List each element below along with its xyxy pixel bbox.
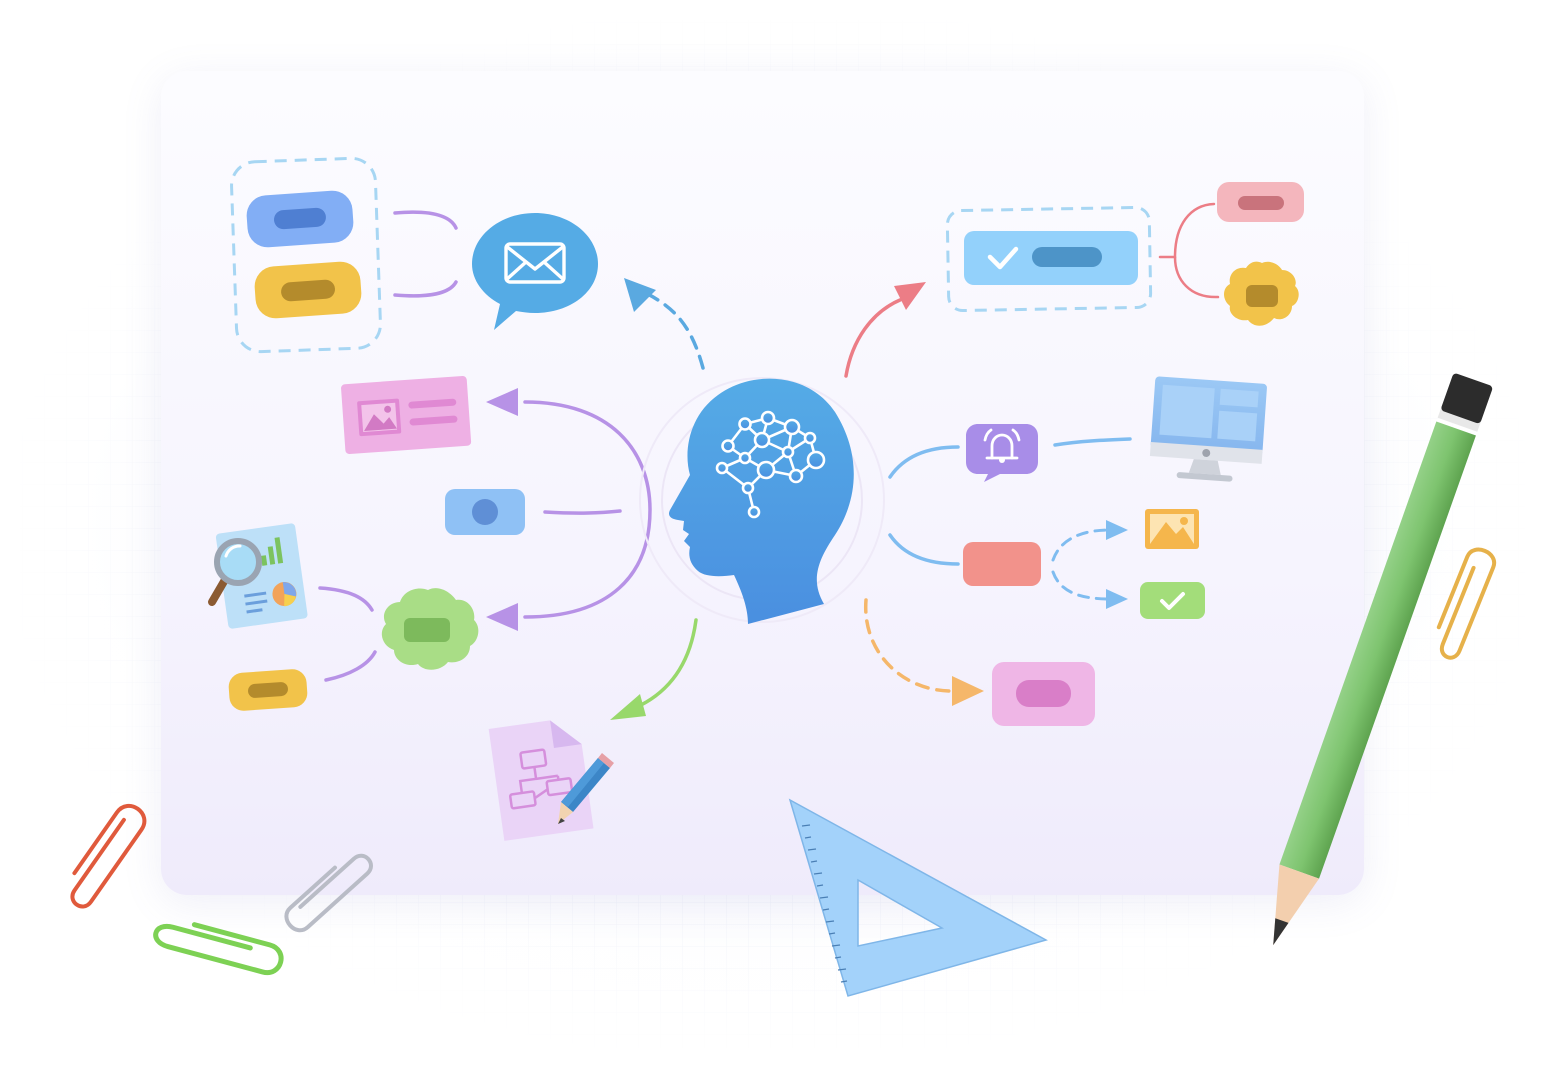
connectors — [318, 202, 1220, 720]
side-node-flower[interactable] — [1224, 261, 1299, 326]
photo-icon — [1150, 522, 1194, 544]
paper-clip-gold — [1436, 547, 1497, 660]
connector-pink-pill — [864, 598, 952, 693]
photo-node[interactable] — [1145, 509, 1199, 549]
flower-node[interactable] — [381, 588, 479, 670]
flowchart-document-pencil-icon — [488, 720, 594, 841]
pill-node-icon — [472, 499, 498, 525]
email-speech-bubble-icon — [472, 213, 598, 330]
image-card-icon — [357, 398, 458, 437]
desktop-monitor-icon — [1149, 376, 1267, 482]
connector-image-card — [523, 400, 652, 619]
connector-monitor — [1053, 437, 1132, 447]
pencil — [1273, 373, 1493, 946]
brain-nodes — [715, 410, 826, 519]
report-magnifier-icon — [208, 538, 262, 606]
connector-side-top — [1158, 202, 1216, 259]
connector-blue-pill — [543, 509, 622, 515]
connector-bell — [888, 445, 960, 479]
check-badge-node[interactable] — [1140, 582, 1205, 619]
check-badge-icon — [1160, 592, 1185, 610]
connector-group-top — [393, 210, 458, 230]
pink-pill-node[interactable] — [992, 662, 1095, 726]
paper-clip-green — [153, 922, 284, 976]
connector-small-pill — [324, 650, 377, 682]
paper-clip-red — [70, 804, 147, 909]
bell-node[interactable] — [966, 424, 1038, 482]
paper-clip-silver — [284, 853, 373, 933]
arrow-head-photo — [1106, 520, 1128, 540]
connector-email — [638, 288, 705, 370]
task-group[interactable] — [945, 205, 1153, 313]
left-group-box[interactable] — [230, 156, 382, 354]
connector-photo — [1051, 528, 1112, 562]
central-node[interactable] — [639, 377, 885, 624]
monitor-node[interactable] — [1149, 376, 1268, 484]
connector-task — [844, 298, 902, 378]
flowchart-document-node[interactable] — [488, 716, 614, 841]
group-pill-blue[interactable] — [245, 189, 354, 248]
checked-task-card[interactable] — [964, 231, 1138, 285]
image-card-node[interactable] — [341, 375, 472, 455]
envelope-icon — [504, 242, 566, 284]
check-icon — [987, 246, 1019, 270]
arrow-head-email — [624, 278, 656, 312]
email-node[interactable] — [472, 213, 598, 330]
connector-coral — [888, 533, 960, 566]
connector-check — [1051, 570, 1112, 601]
pencil-small-icon — [558, 753, 614, 824]
side-node-pink[interactable] — [1217, 182, 1304, 222]
connector-report — [318, 586, 374, 612]
connector-side-bottom — [1173, 255, 1220, 299]
arrow-head-image-card — [486, 388, 518, 416]
coral-pill-node[interactable] — [963, 542, 1041, 586]
triangle-ruler — [788, 798, 1048, 997]
arrow-head-flowchart — [610, 694, 646, 720]
group-pill-yellow[interactable] — [253, 260, 362, 319]
blue-pill-node[interactable] — [445, 489, 525, 535]
small-yellow-pill[interactable] — [228, 668, 308, 711]
bell-chat-icon — [966, 424, 1038, 482]
ruler-ticks — [801, 824, 848, 983]
arrow-head-pink-pill — [952, 676, 984, 706]
arrow-head-task — [894, 282, 926, 310]
arrow-head-check — [1106, 589, 1128, 609]
arrow-head-flower — [486, 603, 518, 631]
report-node[interactable] — [208, 523, 308, 629]
connector-group-bottom — [393, 280, 458, 298]
